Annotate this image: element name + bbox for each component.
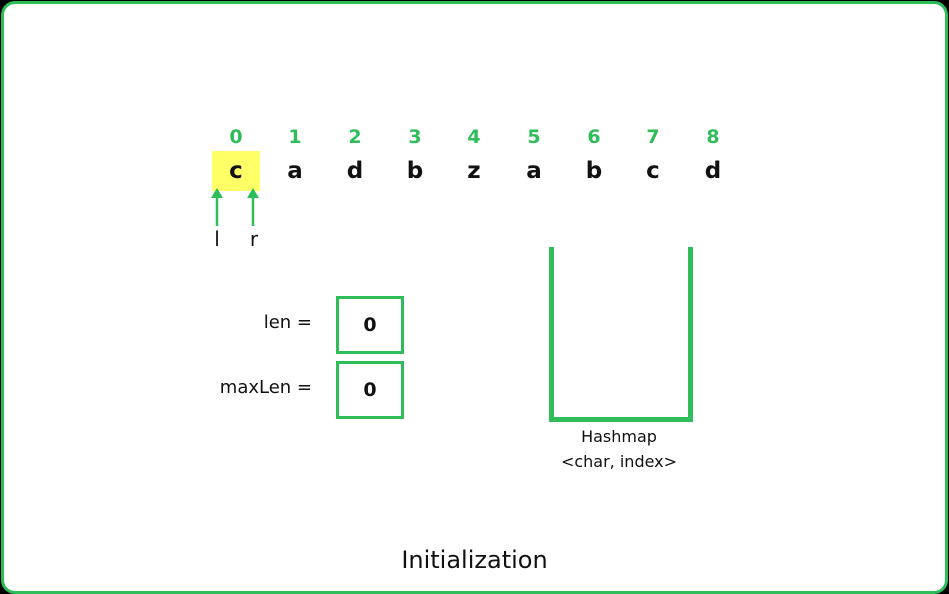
len-value-box: 0	[336, 296, 404, 354]
index-5: 5	[527, 126, 541, 148]
maxlen-value-box: 0	[336, 361, 404, 419]
index-7: 7	[646, 126, 660, 148]
index-6: 6	[587, 126, 601, 148]
char-cell-5: a	[526, 158, 542, 184]
index-1: 1	[288, 126, 302, 148]
char-cell-4: z	[467, 158, 481, 184]
right-pointer-arrow-icon	[247, 188, 259, 226]
index-8: 8	[706, 126, 720, 148]
char-cell-3: b	[406, 158, 424, 184]
hashmap-container	[549, 247, 693, 422]
left-pointer-label: l	[214, 227, 220, 251]
left-pointer-arrow-icon	[211, 188, 223, 226]
step-caption: Initialization	[401, 546, 548, 574]
char-cell-0: c	[212, 151, 260, 191]
char-cell-8: d	[704, 158, 722, 184]
right-pointer-label: r	[249, 227, 259, 251]
char-cell-2: d	[346, 158, 364, 184]
char-cell-1: a	[287, 158, 303, 184]
maxlen-label: maxLen =	[219, 377, 312, 398]
index-4: 4	[467, 126, 481, 148]
index-0: 0	[229, 126, 243, 148]
index-3: 3	[408, 126, 422, 148]
char-cell-6: b	[585, 158, 603, 184]
hashmap-title: Hashmap	[581, 427, 657, 446]
char-cell-7: c	[646, 158, 660, 184]
len-label: len =	[263, 312, 312, 333]
index-2: 2	[348, 126, 362, 148]
hashmap-subtitle: <char, index>	[560, 452, 678, 471]
